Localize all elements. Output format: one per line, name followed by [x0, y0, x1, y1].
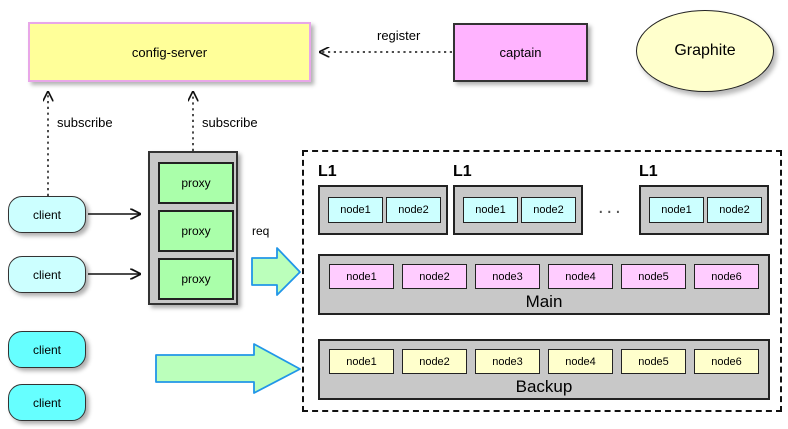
- l1-group-ellipsis: ...: [598, 196, 624, 218]
- backup-node-3[interactable]: node3: [475, 349, 540, 374]
- l1-node-label: node1: [661, 204, 692, 216]
- proxy-pool-container: proxy proxy proxy: [148, 151, 238, 305]
- l1-node-3-1[interactable]: node1: [649, 197, 704, 223]
- client-node-3[interactable]: client: [8, 331, 86, 368]
- config-server-label: config-server: [131, 44, 208, 60]
- req-edge-label: req: [252, 224, 270, 238]
- proxy-node-1[interactable]: proxy: [158, 162, 234, 204]
- backup-node-label: node1: [346, 355, 377, 368]
- subscribe-client-edge-label: subscribe: [57, 115, 113, 130]
- main-node-4[interactable]: node4: [548, 264, 613, 289]
- main-node-3[interactable]: node3: [475, 264, 540, 289]
- l1-group-2: node1 node2: [453, 185, 583, 235]
- backup-node-label: node2: [419, 355, 450, 368]
- backup-node-label: node4: [565, 355, 596, 368]
- l1-node-1-1[interactable]: node1: [328, 197, 383, 223]
- l1-node-label: node1: [475, 204, 506, 216]
- l1-node-1-2[interactable]: node2: [386, 197, 441, 223]
- l1-group-caption-1: L1: [318, 163, 337, 180]
- main-node-label: node3: [492, 270, 523, 283]
- client-node-4[interactable]: client: [8, 384, 86, 421]
- l1-node-label: node2: [533, 204, 564, 216]
- register-edge-label: register: [377, 28, 421, 43]
- main-node-label: node4: [565, 270, 596, 283]
- backup-node-label: node6: [711, 355, 742, 368]
- main-node-1[interactable]: node1: [329, 264, 394, 289]
- l1-node-label: node2: [398, 204, 429, 216]
- client-node-2[interactable]: client: [8, 256, 86, 293]
- l1-node-3-2[interactable]: node2: [707, 197, 762, 223]
- l1-group-caption-2: L1: [453, 163, 472, 180]
- l1-node-label: node1: [340, 204, 371, 216]
- main-node-2[interactable]: node2: [402, 264, 467, 289]
- client-label: client: [32, 342, 61, 357]
- l1-group-caption-3: L1: [639, 163, 658, 180]
- backup-node-2[interactable]: node2: [402, 349, 467, 374]
- main-node-label: node5: [638, 270, 669, 283]
- main-cluster: node1 node2 node3 node4 node5 node6 Main: [318, 254, 770, 315]
- main-node-label: node1: [346, 270, 377, 283]
- client-label: client: [32, 395, 61, 410]
- captain-node[interactable]: captain: [453, 23, 588, 82]
- proxy-label: proxy: [181, 224, 211, 238]
- proxy-node-3[interactable]: proxy: [158, 258, 234, 300]
- backup-node-label: node5: [638, 355, 669, 368]
- backup-node-5[interactable]: node5: [621, 349, 686, 374]
- main-node-label: node2: [419, 270, 450, 283]
- l1-group-3: node1 node2: [639, 185, 769, 235]
- proxy-label: proxy: [181, 176, 211, 190]
- graphite-label: Graphite: [674, 42, 736, 59]
- backup-block-arrow: [155, 343, 301, 394]
- l1-group-1: node1 node2: [318, 185, 448, 235]
- backup-cluster: node1 node2 node3 node4 node5 node6 Back…: [318, 339, 770, 400]
- l1-node-label: node2: [719, 204, 750, 216]
- cache-cluster-boundary: [302, 150, 782, 412]
- client-label: client: [32, 207, 61, 222]
- backup-node-6[interactable]: node6: [694, 349, 759, 374]
- backup-node-1[interactable]: node1: [329, 349, 394, 374]
- graphite-node[interactable]: Graphite: [636, 10, 774, 92]
- main-node-5[interactable]: node5: [621, 264, 686, 289]
- captain-label: captain: [499, 45, 542, 60]
- main-cluster-caption: Main: [525, 292, 563, 311]
- proxy-label: proxy: [181, 272, 211, 286]
- client-node-1[interactable]: client: [8, 196, 86, 233]
- l1-node-2-1[interactable]: node1: [463, 197, 518, 223]
- config-server-node[interactable]: config-server: [28, 22, 311, 82]
- req-block-arrow: [251, 247, 301, 296]
- l1-node-2-2[interactable]: node2: [521, 197, 576, 223]
- backup-cluster-caption: Backup: [515, 377, 573, 396]
- backup-node-4[interactable]: node4: [548, 349, 613, 374]
- main-node-label: node6: [711, 270, 742, 283]
- client-label: client: [32, 267, 61, 282]
- backup-node-label: node3: [492, 355, 523, 368]
- subscribe-proxy-edge-label: subscribe: [202, 115, 258, 130]
- proxy-node-2[interactable]: proxy: [158, 210, 234, 252]
- main-node-6[interactable]: node6: [694, 264, 759, 289]
